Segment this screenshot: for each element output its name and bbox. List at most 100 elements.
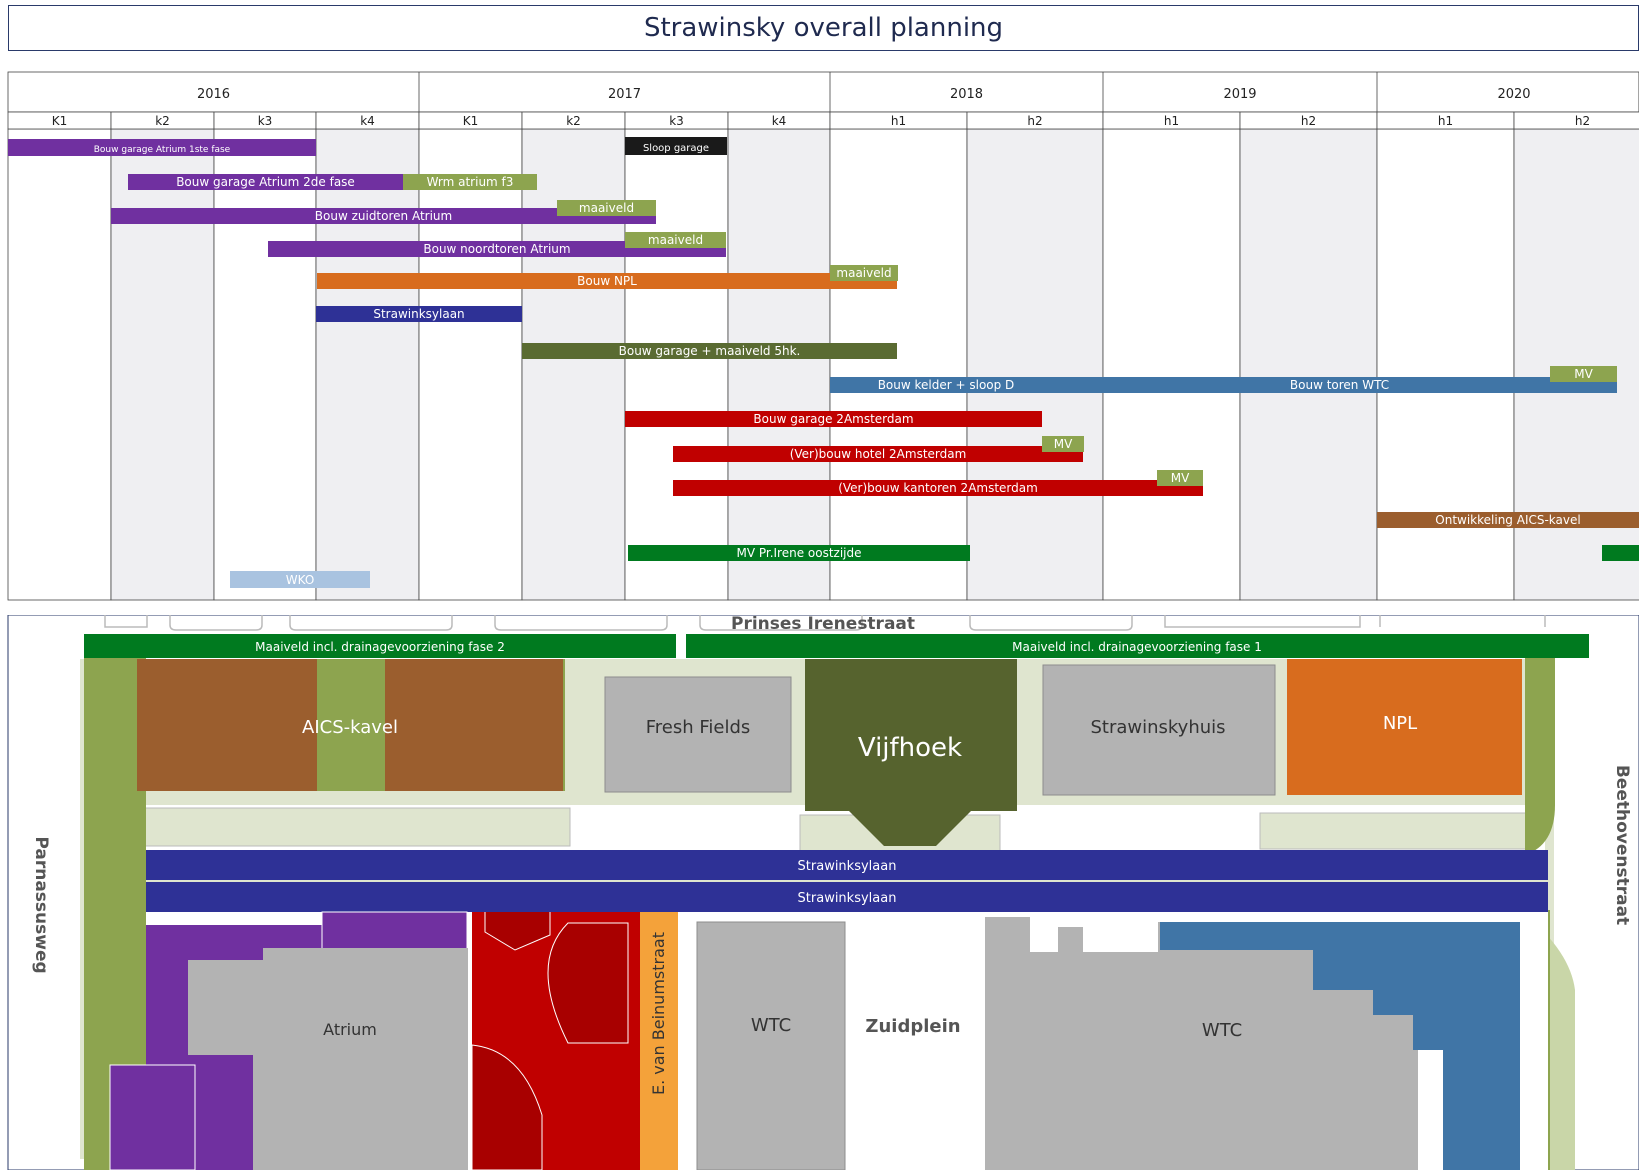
gantt-bar-label: (Ver)bouw kantoren 2Amsterdam (838, 481, 1038, 495)
gantt-bar-label: Bouw NPL (577, 274, 637, 288)
gantt-column (624, 128, 729, 601)
gantt-bar (316, 306, 522, 322)
building-strawinskyhuis (1042, 664, 1276, 796)
year-label: 2019 (1223, 87, 1256, 102)
gantt-bar-label: Strawinksylaan (373, 307, 464, 321)
prinses-irenestraat-label: Prinses Irenestraat (731, 615, 915, 634)
strip-strawinskylaan-2-label: Strawinksylaan (798, 891, 897, 906)
gantt-bar-label: Ontwikkeling AICS-kavel (1435, 513, 1580, 527)
building-wtc-tower (1160, 922, 1520, 1170)
vijfhoek-label: Vijfhoek (858, 733, 962, 763)
gantt-bar (230, 571, 370, 588)
gantt-column (315, 128, 420, 601)
atrium-label: Atrium (323, 1020, 377, 1039)
gantt-bar (268, 241, 726, 257)
year-label: 2016 (197, 87, 230, 102)
year-label: 2020 (1497, 87, 1530, 102)
building-npl (1287, 659, 1522, 795)
gantt-bar (128, 174, 403, 190)
year-label: 2018 (950, 87, 983, 102)
gantt-bar-label: Bouw toren WTC (1290, 378, 1389, 392)
gantt-bar-label: Bouw kelder + sloop D (878, 378, 1015, 392)
gantt-bar-label: (Ver)bouw hotel 2Amsterdam (790, 447, 967, 461)
gantt-bar (830, 265, 898, 281)
beinumstraat-label: E. van Beinumstraat (649, 932, 668, 1095)
period-label: k2 (155, 114, 170, 128)
gantt-bar-label: Bouw garage Atrium 1ste fase (94, 145, 231, 155)
period-label: k4 (360, 114, 375, 128)
building-fresh-fields (604, 676, 792, 793)
gantt-bar-label: maaiveld (648, 233, 703, 247)
site-map: Maaiveld incl. drainagevoorziening fase … (7, 615, 1639, 1170)
gantt-bar-label: MV (1054, 437, 1073, 451)
fresh-fields-label: Fresh Fields (646, 717, 751, 738)
page-title: Strawinsky overall planning (643, 13, 1004, 43)
gantt-bar (1377, 512, 1639, 528)
building-aics-right (385, 659, 563, 791)
gantt-column (1376, 128, 1515, 601)
gantt-bar-label: maaiveld (579, 201, 634, 215)
period-label: k3 (669, 114, 684, 128)
gantt-column (1102, 128, 1241, 601)
gantt-bar (111, 208, 656, 224)
gantt-bar-label: Bouw noordtoren Atrium (423, 242, 570, 256)
gantt-bar (625, 137, 727, 155)
gantt-bar-label: MV (1171, 471, 1190, 485)
gantt-bar (673, 480, 1203, 496)
gantt-bar-label: MV Pr.Irene oostzijde (736, 546, 861, 560)
gantt-bar (1157, 470, 1203, 486)
period-label: K1 (52, 114, 68, 128)
building-wtc-east (985, 917, 1418, 1170)
year-header (7, 71, 1639, 113)
gantt-bar-label: WKO (286, 573, 315, 587)
period-label: h1 (891, 114, 906, 128)
building-atrium (188, 948, 468, 1170)
period-cell (1513, 111, 1639, 130)
gantt-bar-label: maaiveld (836, 266, 891, 280)
gantt-bar (1062, 377, 1617, 393)
gantt-column (966, 128, 1104, 601)
gantt-bar-label: Wrm atrium f3 (427, 175, 514, 189)
gantt-bar-edge (1602, 545, 1639, 561)
gantt-bar-label: Bouw garage 2Amsterdam (753, 412, 913, 426)
period-label: h1 (1164, 114, 1179, 128)
beethovenstraat-label: Beethovenstraat (1612, 765, 1632, 925)
gantt-bar (625, 411, 1042, 427)
gantt-bar-label: Sloop garage (643, 143, 709, 154)
gantt-bar (403, 174, 537, 190)
year-label: 2017 (608, 87, 641, 102)
gantt-column (110, 128, 215, 601)
aics-kavel-label: AICS-kavel (302, 717, 398, 738)
gantt-bar (628, 545, 970, 561)
strip-strawinskylaan-1-label: Strawinksylaan (798, 859, 897, 874)
zuidplein-label: Zuidplein (865, 1016, 960, 1037)
period-label: k2 (566, 114, 581, 128)
wtc-west-label: WTC (751, 1015, 791, 1036)
period-label: h2 (1575, 114, 1590, 128)
strip-drainage-fase1 (686, 634, 1589, 658)
gantt-bar (8, 139, 316, 156)
gantt-bar-label: MV (1574, 367, 1593, 381)
gantt-column (418, 128, 523, 601)
building-aics-left (137, 659, 317, 791)
strawinskyhuis-label: Strawinskyhuis (1090, 717, 1225, 738)
gantt-bar (830, 377, 1062, 393)
gantt-column (727, 128, 831, 601)
period-label: K1 (463, 114, 479, 128)
gantt-bar (522, 343, 897, 359)
road-outlines (104, 615, 1546, 631)
strip-drainage-fase2-label: Maaiveld incl. drainagevoorziening fase … (255, 640, 505, 654)
gantt-bar-label: Bouw zuidtoren Atrium (315, 209, 452, 223)
gantt-column (1239, 128, 1378, 601)
gantt-column (1513, 128, 1639, 601)
strip-drainage-fase2 (84, 634, 676, 658)
period-label: k3 (258, 114, 273, 128)
period-label: h2 (1301, 114, 1316, 128)
strip-drainage-fase1-label: Maaiveld incl. drainagevoorziening fase … (1012, 640, 1262, 654)
gantt-bar-label: Bouw garage + maaiveld 5hk. (619, 344, 801, 358)
period-label: h2 (1027, 114, 1042, 128)
wtc-east-label: WTC (1202, 1020, 1242, 1041)
green-edge-east (1525, 655, 1555, 855)
period-label: h1 (1438, 114, 1453, 128)
